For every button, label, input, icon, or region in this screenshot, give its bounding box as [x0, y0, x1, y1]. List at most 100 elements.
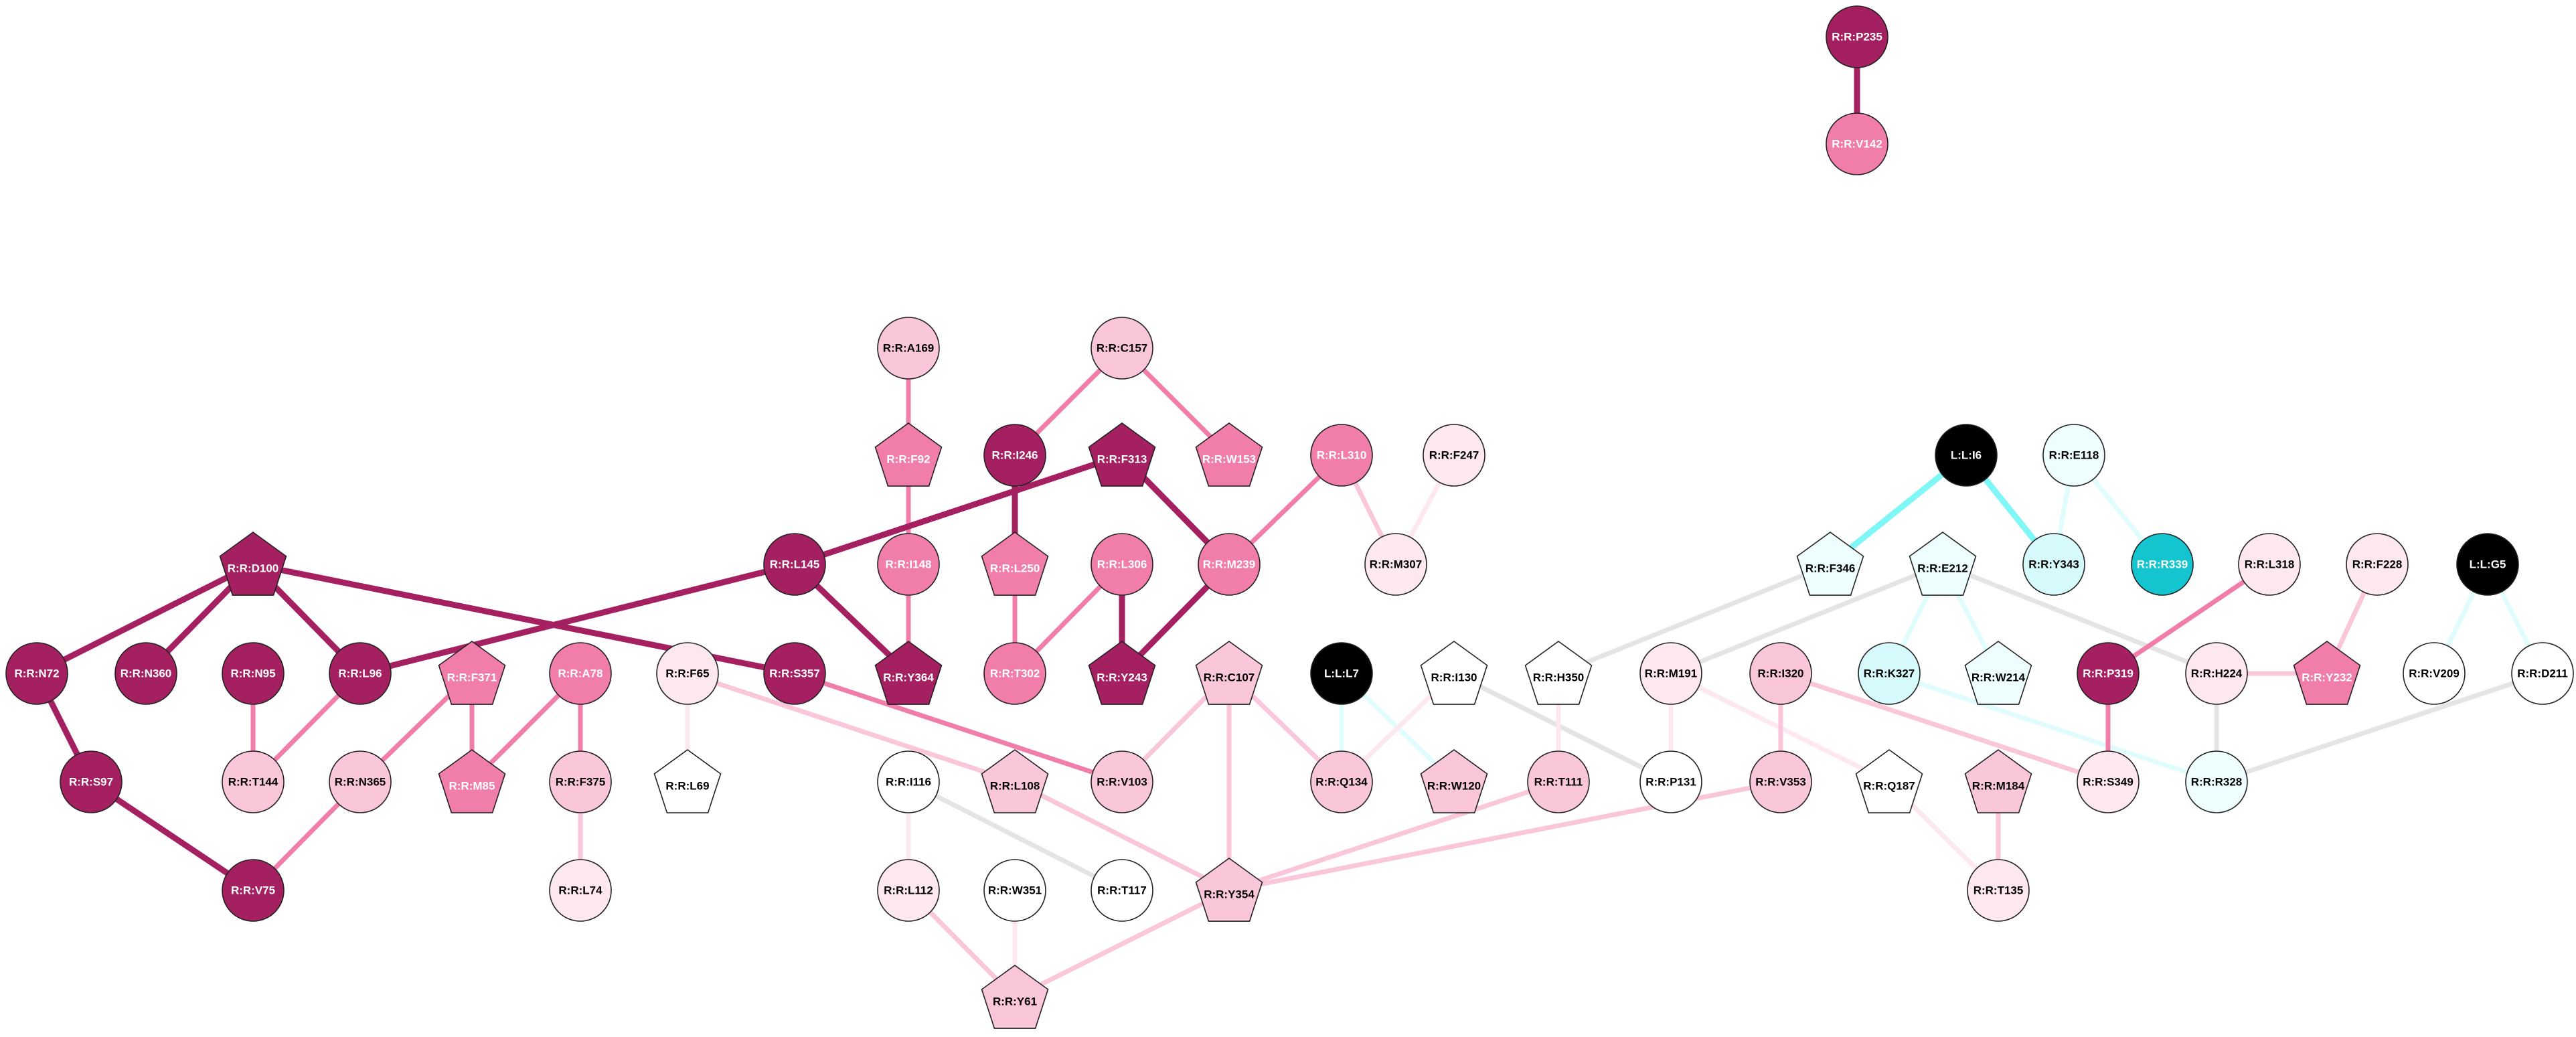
edge-i116-t117 — [906, 779, 1125, 893]
node-label: R:R:R339 — [2137, 558, 2188, 571]
node-shape-a169 — [877, 317, 940, 380]
node-m184: R:R:M184 — [1964, 749, 2032, 813]
node-label: R:R:L145 — [770, 558, 820, 571]
node-c157: R:R:C157 — [1091, 317, 1153, 380]
node-shape-i148 — [877, 533, 940, 596]
node-shape-t111 — [1527, 750, 1590, 813]
node-shape-w214 — [1964, 641, 2032, 705]
node-n365: R:R:N365 — [329, 750, 392, 813]
node-shape-p131 — [1639, 750, 1702, 813]
node-v209: R:R:V209 — [2403, 642, 2466, 705]
node-shape-w120 — [1420, 749, 1488, 813]
node-shape-i116 — [877, 750, 940, 813]
node-label: R:R:N360 — [120, 667, 172, 680]
node-shape-n360 — [114, 642, 177, 705]
node-f247: R:R:F247 — [1423, 424, 1485, 487]
node-shape-g5 — [2456, 533, 2519, 596]
node-shape-l7 — [1310, 642, 1373, 705]
node-w351: R:R:W351 — [983, 859, 1046, 922]
node-h224: R:R:H224 — [2185, 642, 2248, 705]
node-shape-m239 — [1198, 533, 1261, 596]
node-a78: R:R:A78 — [549, 642, 612, 705]
node-l7: L:L:L7 — [1310, 642, 1373, 705]
node-y61: R:R:Y61 — [981, 965, 1049, 1029]
node-shape-n365 — [329, 750, 392, 813]
node-shape-a78 — [549, 642, 612, 705]
node-p131: R:R:P131 — [1639, 750, 1702, 813]
node-f313: R:R:F313 — [1088, 422, 1156, 487]
node-shape-y364 — [874, 641, 943, 705]
node-label: R:R:H350 — [1533, 671, 1585, 684]
node-shape-m184 — [1964, 749, 2032, 813]
node-label: R:R:T117 — [1097, 884, 1147, 897]
node-s97: R:R:S97 — [60, 750, 123, 813]
node-t144: R:R:T144 — [222, 750, 285, 813]
node-label: R:R:L69 — [665, 780, 709, 793]
node-label: L:L:L7 — [1324, 667, 1359, 680]
node-p235: R:R:P235 — [1826, 5, 1888, 68]
edge-e212-h224 — [1940, 562, 2219, 676]
node-shape-v103 — [1091, 750, 1153, 813]
node-s357: R:R:S357 — [763, 642, 826, 705]
node-e118: R:R:E118 — [2042, 424, 2105, 487]
node-label: R:R:W214 — [1971, 671, 2026, 684]
node-label: R:R:T135 — [1974, 884, 2024, 897]
node-label: R:R:F65 — [665, 667, 709, 680]
node-label: R:R:W120 — [1427, 780, 1481, 793]
node-label: R:R:L96 — [338, 667, 382, 680]
node-label: R:R:P319 — [2083, 667, 2134, 680]
node-m307: R:R:M307 — [1364, 533, 1427, 596]
edge-t111-y354 — [1226, 779, 1561, 893]
node-shape-y232 — [2293, 641, 2361, 705]
node-a169: R:R:A169 — [877, 317, 940, 380]
node-shape-w351 — [983, 859, 1046, 922]
node-label: R:R:L318 — [2245, 558, 2295, 571]
node-label: R:R:C107 — [1204, 671, 1255, 684]
node-i116: R:R:I116 — [877, 750, 940, 813]
node-q134: R:R:Q134 — [1310, 750, 1373, 813]
node-l69: R:R:L69 — [653, 749, 722, 813]
edge-l318-p319 — [2105, 562, 2272, 676]
node-shape-i130 — [1420, 641, 1488, 705]
node-shape-l145 — [763, 533, 826, 596]
node-shape-y61 — [981, 965, 1049, 1029]
node-label: R:R:V142 — [1832, 138, 1882, 151]
node-label: R:R:M239 — [1203, 558, 1255, 571]
edge-i320-s349 — [1778, 671, 2111, 785]
node-l74: R:R:L74 — [549, 859, 612, 922]
node-label: R:R:T111 — [1534, 776, 1583, 789]
edge-e212-m191 — [1668, 562, 1945, 676]
node-shape-f371 — [438, 641, 506, 705]
node-shape-e118 — [2042, 424, 2105, 487]
node-label: R:R:F346 — [1805, 562, 1856, 575]
node-label: R:R:P131 — [1645, 776, 1696, 789]
node-label: R:R:M184 — [1972, 780, 2025, 793]
node-label: R:R:Y343 — [2028, 558, 2079, 571]
node-f346: R:R:F346 — [1796, 532, 1864, 596]
node-shape-v142 — [1826, 112, 1888, 175]
node-t117: R:R:T117 — [1091, 859, 1153, 922]
node-l108: R:R:L108 — [981, 749, 1049, 813]
node-label: R:R:I130 — [1431, 671, 1477, 684]
node-shape-l250 — [981, 532, 1049, 596]
node-y364: R:R:Y364 — [874, 641, 943, 705]
node-label: R:R:L250 — [990, 562, 1040, 575]
node-label: R:R:V209 — [2409, 667, 2460, 680]
node-shape-n72 — [5, 642, 68, 705]
node-shape-m85 — [438, 749, 506, 813]
edge-d100-n72 — [33, 561, 256, 677]
node-shape-c157 — [1091, 317, 1153, 380]
node-t111: R:R:T111 — [1527, 750, 1590, 813]
node-label: R:R:N95 — [230, 667, 275, 680]
node-label: R:R:V75 — [231, 884, 275, 897]
node-shape-r328 — [2185, 750, 2248, 813]
node-label: R:R:F92 — [886, 453, 930, 466]
node-shape-m191 — [1639, 642, 1702, 705]
node-t135: R:R:T135 — [1967, 859, 2030, 922]
node-label: R:R:V353 — [1755, 776, 1806, 789]
node-label: R:R:A169 — [883, 342, 935, 355]
node-label: R:R:M307 — [1370, 558, 1422, 571]
node-label: R:R:P235 — [1832, 31, 1882, 44]
node-label: R:R:I148 — [886, 558, 932, 571]
